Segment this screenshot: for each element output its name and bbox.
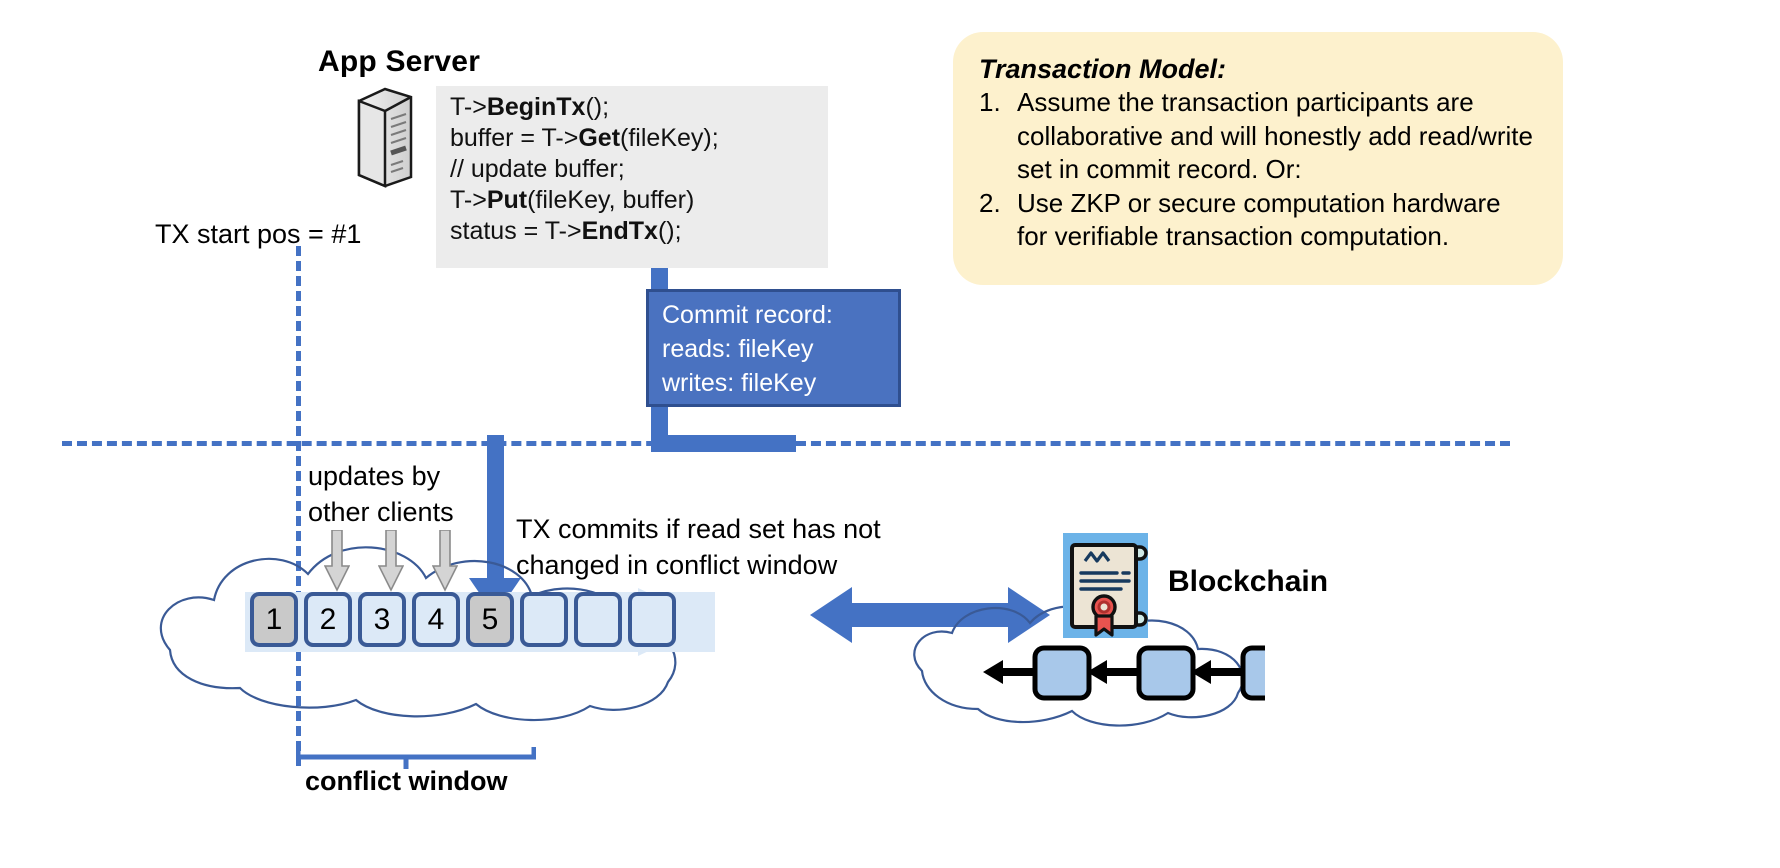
conflict-window-label: conflict window — [305, 766, 508, 796]
conflict-window-brace — [296, 747, 536, 769]
code-line-4-post: (fileKey, buffer) — [527, 186, 695, 214]
blockchain-label: Blockchain — [1168, 565, 1329, 598]
code-line-5-pre: status = T-> — [450, 217, 582, 245]
log-block-row: 1 2 3 4 5 — [250, 592, 676, 647]
log-block-1[interactable]: 1 — [250, 592, 298, 647]
updates-label-line-2: other clients — [308, 497, 454, 527]
transaction-model-title: Transaction Model: — [979, 54, 1227, 84]
code-line-1: T->BeginTx(); — [450, 92, 828, 123]
updates-label-line-1: updates by — [308, 461, 441, 491]
blockchain-block-3 — [1240, 645, 1265, 701]
log-block-4[interactable]: 4 — [412, 592, 460, 647]
tx-commits-label-line-1: TX commits if read set has not — [516, 514, 881, 544]
code-line-1-bold: BeginTx — [486, 93, 586, 121]
transaction-model-item-1-number: 1. — [979, 87, 1001, 117]
code-line-1-pre: T-> — [450, 93, 487, 121]
transaction-model-item-1: 1. Assume the transaction participants a… — [979, 86, 1537, 187]
tx-start-dashed-line — [296, 246, 301, 766]
code-line-2-bold: Get — [578, 124, 621, 152]
blockchain-link-arrow-3 — [1191, 660, 1245, 684]
transaction-model-item-2-text: Use ZKP or secure computation hardware f… — [1017, 187, 1501, 252]
update-arrow-icon-2 — [378, 530, 404, 592]
code-line-5-bold: EndTx — [581, 217, 658, 245]
code-line-2: buffer = T->Get(fileKey); — [450, 123, 828, 154]
code-line-2-post: (fileKey); — [620, 124, 719, 152]
code-line-5-post: (); — [657, 217, 682, 245]
blockchain-block-chain — [983, 645, 1265, 701]
commit-arrow-segment-vertical-bottom — [487, 435, 504, 590]
commit-record-writes: writes: fileKey — [662, 369, 817, 397]
code-line-2-pre: buffer = T-> — [450, 124, 579, 152]
updates-by-other-clients-label: updates by other clients — [308, 458, 454, 530]
log-block-6[interactable] — [520, 592, 568, 647]
app-server-title: App Server — [318, 45, 481, 78]
tx-commits-label-line-2: changed in conflict window — [516, 550, 838, 580]
code-line-3: // update buffer; — [450, 154, 828, 185]
commit-record-title: Commit record: — [662, 301, 833, 329]
smart-contract-certificate-icon — [1063, 533, 1148, 638]
blockchain-block-2 — [1136, 645, 1196, 701]
log-block-2[interactable]: 2 — [304, 592, 352, 647]
blockchain-link-arrow-2 — [1087, 660, 1141, 684]
log-block-7[interactable] — [574, 592, 622, 647]
commit-arrow-segment-horizontal — [651, 435, 796, 452]
server-tower-icon — [357, 87, 413, 188]
transaction-model-item-2-number: 2. — [979, 187, 1001, 218]
commit-record-reads: reads: fileKey — [662, 335, 814, 363]
transaction-model-card: Transaction Model: 1. Assume the transac… — [953, 32, 1563, 285]
tx-start-pos-label: TX start pos = #1 — [155, 219, 362, 249]
commit-record-box: Commit record: reads: fileKey writes: fi… — [646, 289, 901, 407]
blockchain-block-1 — [1032, 645, 1092, 701]
code-line-4-bold: Put — [486, 186, 528, 214]
log-block-8[interactable] — [628, 592, 676, 647]
blockchain-link-arrow-1 — [983, 660, 1037, 684]
bidirectional-sync-arrow — [810, 587, 1050, 643]
transaction-model-item-1-text: Assume the transaction participants are … — [1017, 87, 1533, 184]
log-block-5[interactable]: 5 — [466, 592, 514, 647]
code-line-1-post: (); — [585, 93, 610, 121]
blockchain-cloud-shape — [913, 605, 1244, 727]
log-block-3[interactable]: 3 — [358, 592, 406, 647]
code-line-4: T->Put(fileKey, buffer) — [450, 185, 828, 216]
code-block: T->BeginTx(); buffer = T->Get(fileKey); … — [436, 86, 828, 268]
transaction-model-item-2: 2. Use ZKP or secure computation hardwar… — [979, 187, 1537, 254]
update-arrow-icon-1 — [324, 530, 350, 592]
update-arrow-icon-3 — [432, 530, 458, 592]
tx-commits-condition-label: TX commits if read set has not changed i… — [516, 511, 881, 583]
code-line-5: status = T->EndTx(); — [450, 216, 828, 247]
code-line-3-pre: // update buffer; — [450, 155, 625, 183]
code-line-4-pre: T-> — [450, 186, 487, 214]
